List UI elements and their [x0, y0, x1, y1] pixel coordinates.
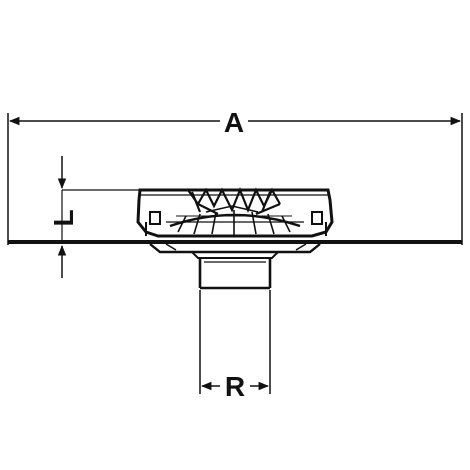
dimension-a: A	[7, 107, 463, 245]
gravel-guard	[166, 210, 304, 236]
flange-line	[8, 240, 462, 244]
dimension-r: R	[199, 290, 271, 402]
roof-flange	[8, 240, 462, 244]
label-r: R	[225, 371, 245, 402]
leaf-guard-grille	[187, 187, 281, 216]
label-a: A	[224, 107, 244, 138]
drain-body	[136, 187, 334, 290]
label-r-background	[220, 372, 250, 400]
clamp-tabs	[145, 211, 327, 236]
clamp-tab-right	[311, 211, 323, 225]
drain-housing	[136, 188, 334, 238]
clamp-tab-left	[149, 211, 161, 225]
outlet-pipe	[198, 258, 272, 290]
label-l: L	[48, 209, 79, 226]
dimension-l: L	[48, 156, 140, 278]
clamping-ring	[149, 243, 321, 259]
label-a-background	[220, 108, 248, 134]
